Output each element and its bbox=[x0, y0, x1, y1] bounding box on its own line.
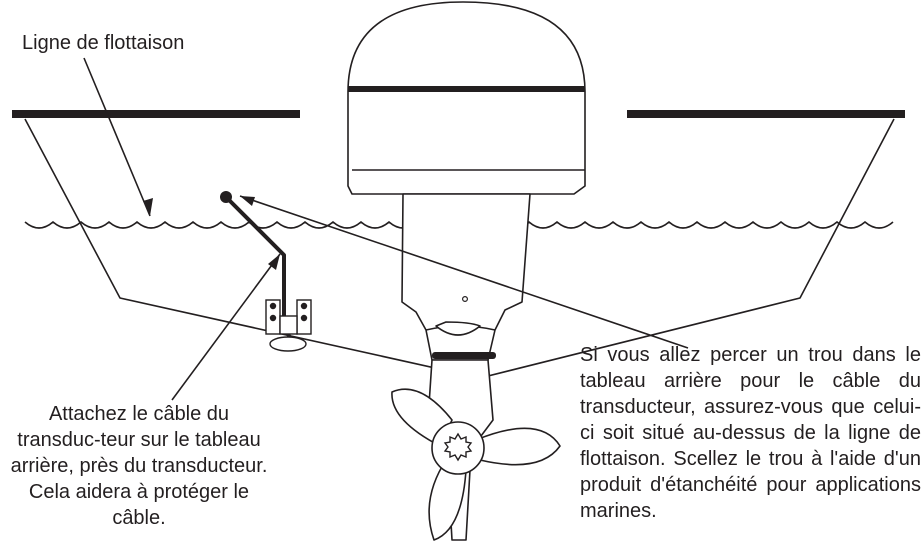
transom-deck-right bbox=[627, 110, 905, 118]
arrow-attach-cable bbox=[171, 253, 281, 401]
motor-clamp-band bbox=[432, 352, 496, 359]
cable-entry-point bbox=[220, 191, 232, 203]
drill-hole-note: Si vous allez percer un trou dans le tab… bbox=[580, 344, 921, 522]
propeller-hub-gear bbox=[443, 432, 473, 462]
transom-deck-left bbox=[12, 110, 300, 118]
arrow-drill-hole bbox=[239, 195, 689, 349]
propeller-hub bbox=[431, 421, 485, 475]
propeller-blade-bottom bbox=[428, 459, 467, 541]
motor-anode bbox=[435, 321, 481, 336]
arrow-waterline bbox=[83, 57, 151, 217]
cowling-band bbox=[348, 86, 585, 92]
motor-vent-hole bbox=[462, 296, 469, 303]
transducer-assembly bbox=[265, 299, 312, 352]
attach-cable-note: Attachez le câble du transduc-teur sur l… bbox=[10, 403, 268, 529]
waterline-label: Ligne de flottaison bbox=[22, 32, 185, 54]
arrow-heads bbox=[143, 196, 280, 270]
motor-cowling bbox=[347, 1, 586, 195]
callout-arrows bbox=[83, 57, 689, 401]
outboard-motor bbox=[347, 1, 586, 541]
propeller-blade-right bbox=[475, 427, 561, 466]
motor-midsection bbox=[401, 193, 531, 361]
transducer bbox=[269, 336, 307, 352]
